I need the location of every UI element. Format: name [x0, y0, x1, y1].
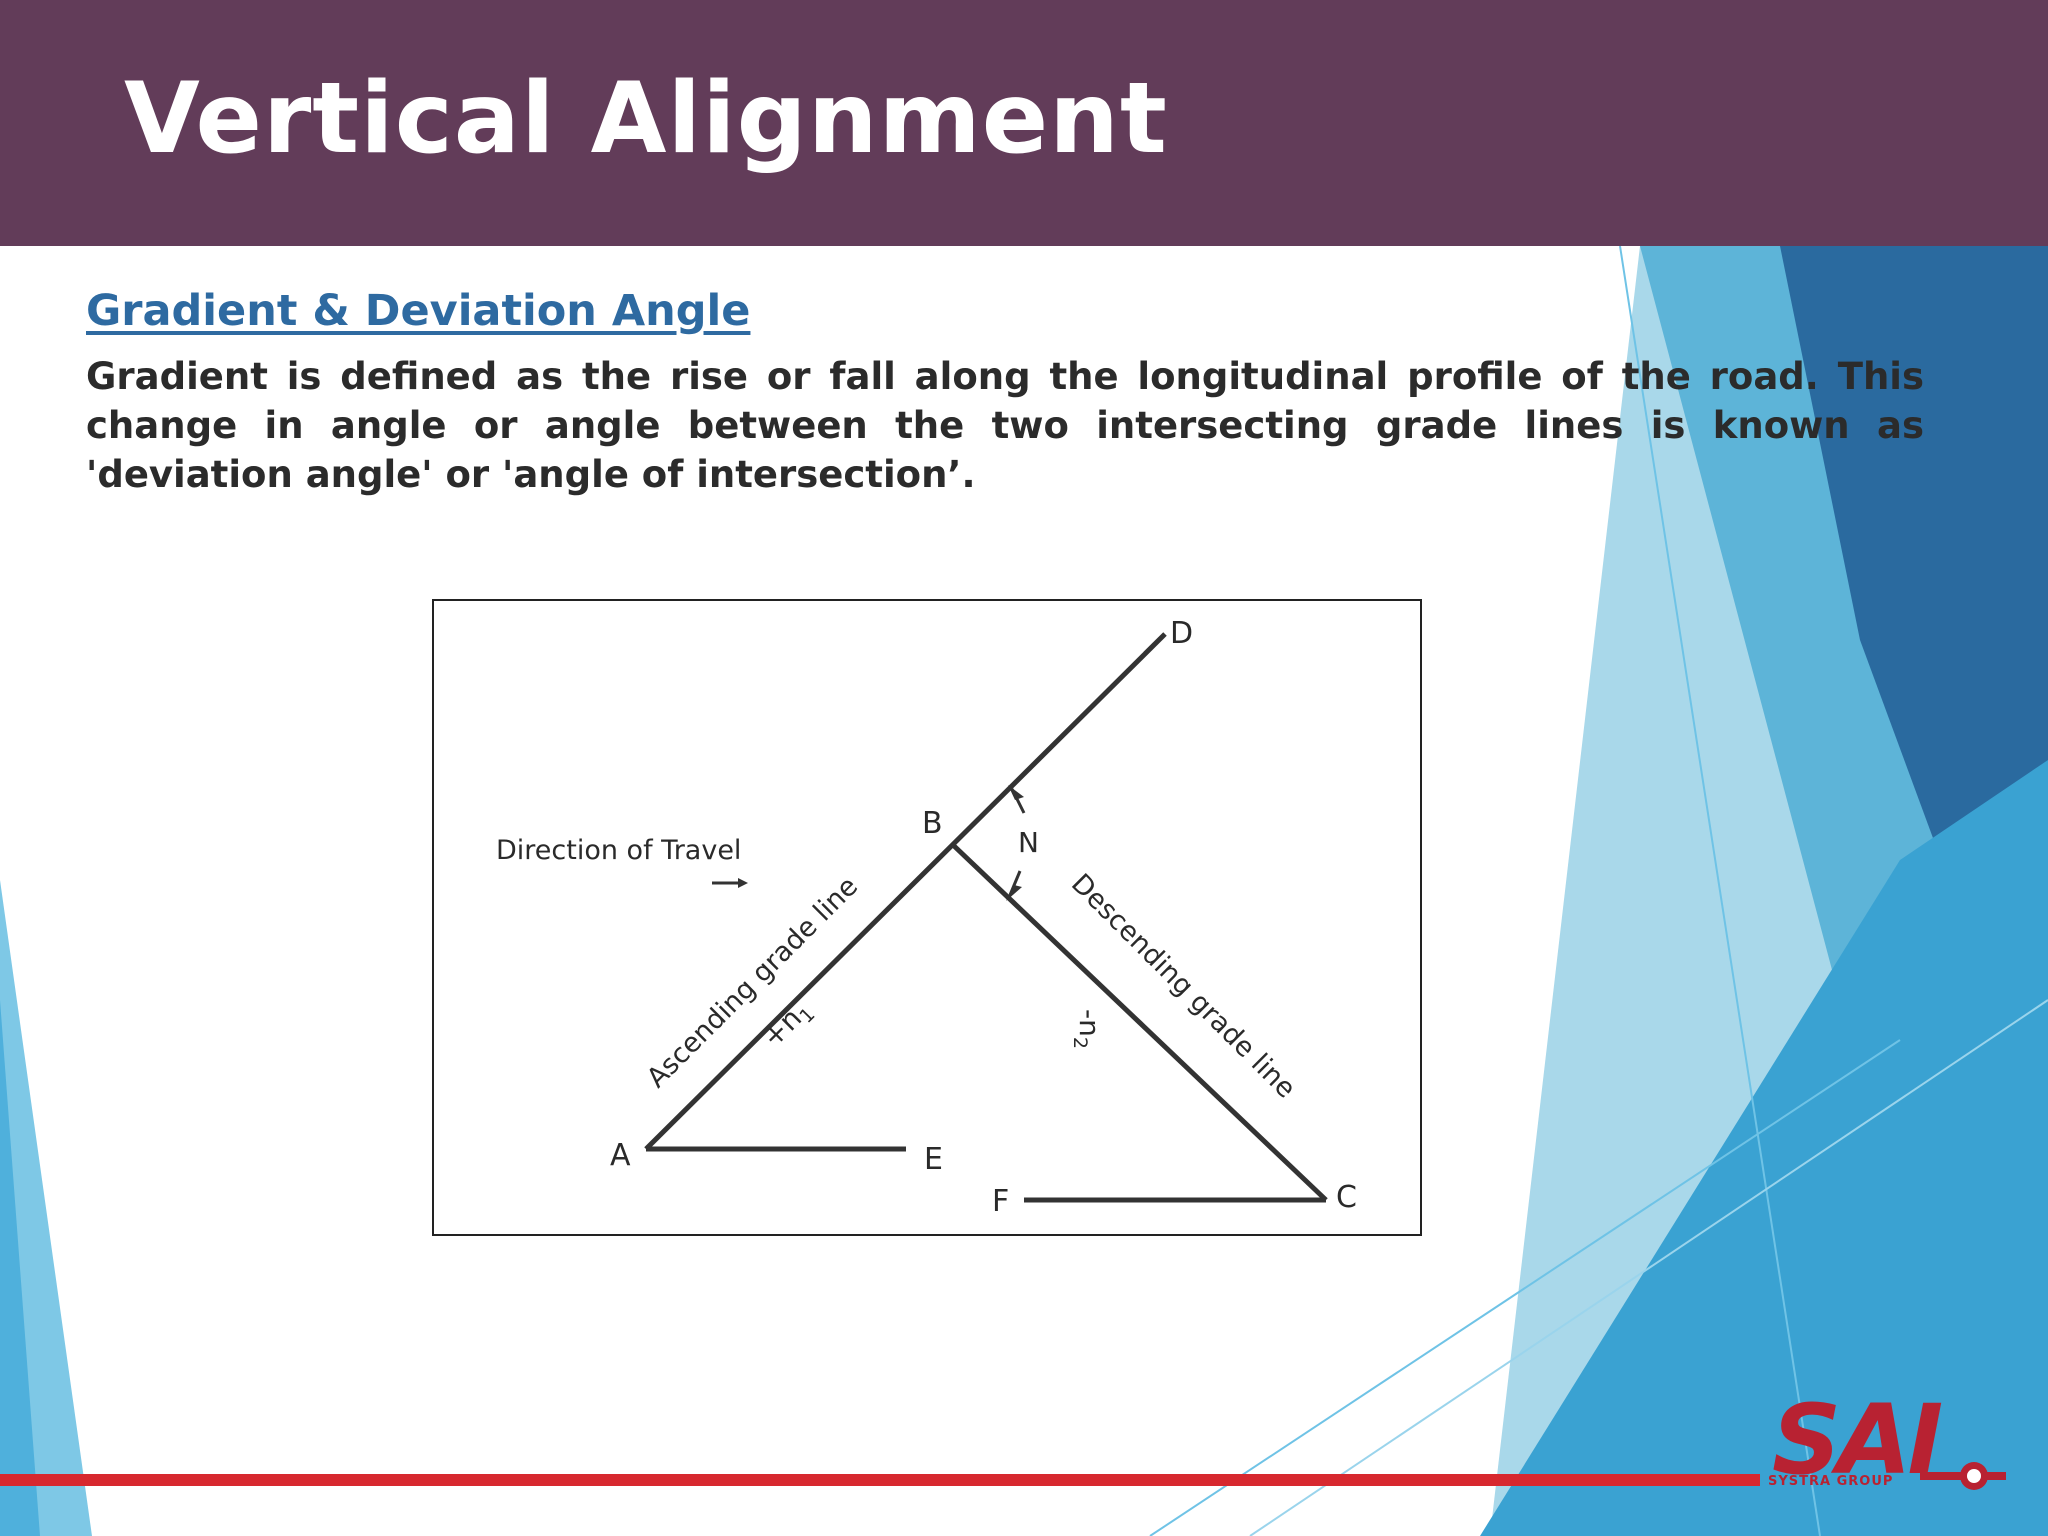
point-label-f: F: [992, 1184, 1009, 1219]
point-label-b: B: [922, 806, 943, 841]
ascending-grade-line: [644, 632, 1167, 1151]
decor-thin-line: [1149, 1039, 1901, 1536]
logo-gear-icon: [1920, 1462, 2006, 1490]
decor-left-shape-2: [0, 1000, 40, 1536]
direction-arrow-head: [738, 878, 748, 888]
accent-bottom-line: [0, 1474, 1760, 1486]
descending-grade-value: -n2: [1069, 1009, 1106, 1049]
decor-thin-line: [1619, 245, 1821, 1536]
angle-arrow-lower-head: [1006, 885, 1022, 901]
direction-of-travel-label: Direction of Travel: [496, 835, 741, 866]
logo-text: SAI: [1772, 1384, 1943, 1496]
descending-grade-line: [950, 842, 1328, 1202]
decor-blue-shape: [1480, 760, 2048, 1536]
slide-title: Vertical Alignment: [124, 62, 1168, 176]
gradient-diagram: A B C D E F N Direction of Travel Ascend…: [432, 599, 1422, 1236]
point-label-d: D: [1170, 616, 1193, 651]
sai-logo: SAI SYSTRA GROUP: [1762, 1390, 2018, 1510]
deviation-angle-label: N: [1018, 826, 1039, 859]
header-bar: [0, 0, 2048, 246]
point-label-c: C: [1336, 1180, 1357, 1215]
angle-arrow-upper-head: [1008, 785, 1024, 800]
point-label-e: E: [924, 1142, 943, 1177]
logo-subtext: SYSTRA GROUP: [1768, 1474, 1894, 1489]
point-label-a: A: [610, 1138, 631, 1173]
ascending-grade-label: Ascending grade line: [641, 871, 864, 1094]
section-heading: Gradient & Deviation Angle: [86, 286, 751, 336]
decor-thin-line: [1249, 999, 2048, 1536]
ascending-grade-value: +n1: [756, 993, 820, 1057]
body-text: Gradient is defined as the rise or fall …: [86, 355, 1924, 496]
